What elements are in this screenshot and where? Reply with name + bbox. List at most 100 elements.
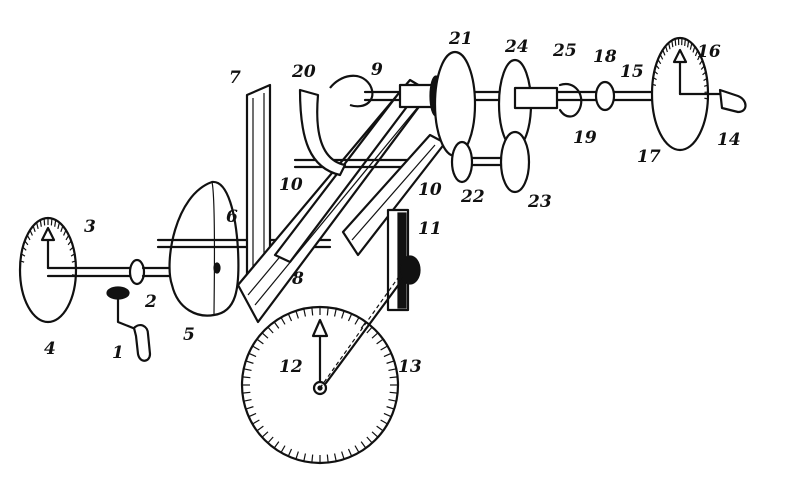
tick-mark (243, 398, 252, 402)
label-17: 17 (637, 147, 661, 167)
tick-mark (50, 218, 53, 226)
bottom-drive-gear (399, 255, 421, 285)
tick-mark (267, 326, 274, 334)
tick-mark (36, 222, 39, 230)
tick-mark (360, 441, 367, 449)
tick-mark (699, 59, 703, 65)
label-19: 19 (573, 128, 597, 148)
tick-mark (704, 97, 708, 100)
tick-mark (689, 43, 693, 50)
tick-mark (245, 360, 254, 364)
tick-mark (63, 229, 67, 236)
tick-mark (24, 240, 29, 246)
tick-mark (386, 406, 395, 410)
label-11: 11 (418, 219, 442, 239)
label-2: 2 (144, 292, 157, 312)
tick-mark (273, 441, 280, 449)
tick-mark (32, 225, 36, 233)
top-shaft (363, 50, 667, 158)
label-12: 12 (279, 357, 303, 377)
tick-mark (371, 431, 379, 438)
tick-mark (287, 448, 293, 457)
label-1: 1 (112, 343, 124, 363)
worm-19 (558, 82, 583, 118)
right-dial-arrow (672, 48, 688, 64)
tick-mark (341, 451, 345, 460)
tick-mark (692, 46, 696, 53)
tick-mark (311, 454, 314, 463)
label-20: 20 (291, 62, 316, 82)
tick-mark (668, 42, 671, 50)
tick-mark (347, 448, 353, 457)
tick-mark (256, 425, 264, 432)
tick-mark (267, 436, 274, 444)
tick-mark (371, 332, 379, 339)
crank-handle-1 (132, 324, 152, 362)
tick-mark (311, 307, 314, 316)
left-dial (18, 216, 78, 324)
tick-mark (662, 49, 666, 56)
tick-mark (700, 65, 705, 70)
label-23: 23 (527, 192, 552, 212)
label-21: 21 (448, 29, 473, 49)
tick-mark (71, 260, 76, 263)
label-7: 7 (229, 68, 241, 88)
tick-mark (703, 78, 708, 82)
tick-mark (252, 345, 260, 351)
label-4: 4 (44, 339, 56, 359)
right-dial-ticks (652, 38, 709, 100)
callouts: 1 2 3 4 5 6 7 8 9 10 10 11 12 13 14 15 1… (44, 29, 741, 377)
left-small-gear (128, 258, 146, 286)
tick-mark (655, 64, 660, 70)
tick-mark (70, 253, 75, 257)
gear-18 (594, 80, 616, 112)
tick-mark (354, 317, 360, 325)
tick-mark (389, 376, 398, 379)
label-14: 14 (717, 130, 741, 150)
left-dial-arrow (40, 226, 56, 242)
tick-mark (376, 425, 384, 432)
label-22: 22 (460, 187, 485, 207)
label-24: 24 (504, 37, 529, 57)
tick-mark (333, 308, 337, 317)
tick-mark (697, 54, 701, 61)
disc-5 (168, 180, 240, 317)
tick-mark (242, 391, 251, 394)
tick-mark (57, 222, 60, 230)
tick-mark (252, 419, 260, 425)
tick-mark (341, 310, 345, 319)
label-15: 15 (620, 62, 644, 82)
tick-mark (684, 38, 686, 46)
tick-mark (273, 321, 280, 329)
tick-mark (652, 77, 657, 81)
tick-mark (242, 376, 251, 379)
gear-21 (433, 50, 477, 158)
tick-mark (20, 260, 25, 263)
tick-mark (39, 219, 42, 227)
right-dial (650, 36, 747, 152)
crank-handle-14 (718, 88, 747, 114)
tick-mark (380, 345, 388, 351)
tick-mark (303, 453, 307, 462)
tick-mark (704, 84, 708, 87)
label-10b: 10 (418, 180, 442, 200)
tick-mark (665, 45, 668, 53)
tick-mark (654, 70, 659, 75)
tick-mark (366, 436, 373, 444)
tick-mark (674, 38, 677, 46)
tick-mark (326, 454, 329, 463)
label-18: 18 (593, 47, 617, 67)
tick-mark (295, 451, 299, 460)
tick-mark (383, 352, 392, 358)
label-8: 8 (291, 269, 304, 289)
bottom-dial (240, 255, 421, 465)
tick-mark (326, 307, 329, 316)
tick-mark (295, 310, 299, 319)
tick-mark (383, 412, 392, 418)
tick-mark (69, 246, 74, 251)
tick-mark (243, 368, 252, 372)
gear-22 (450, 140, 474, 184)
tick-mark (54, 219, 57, 227)
